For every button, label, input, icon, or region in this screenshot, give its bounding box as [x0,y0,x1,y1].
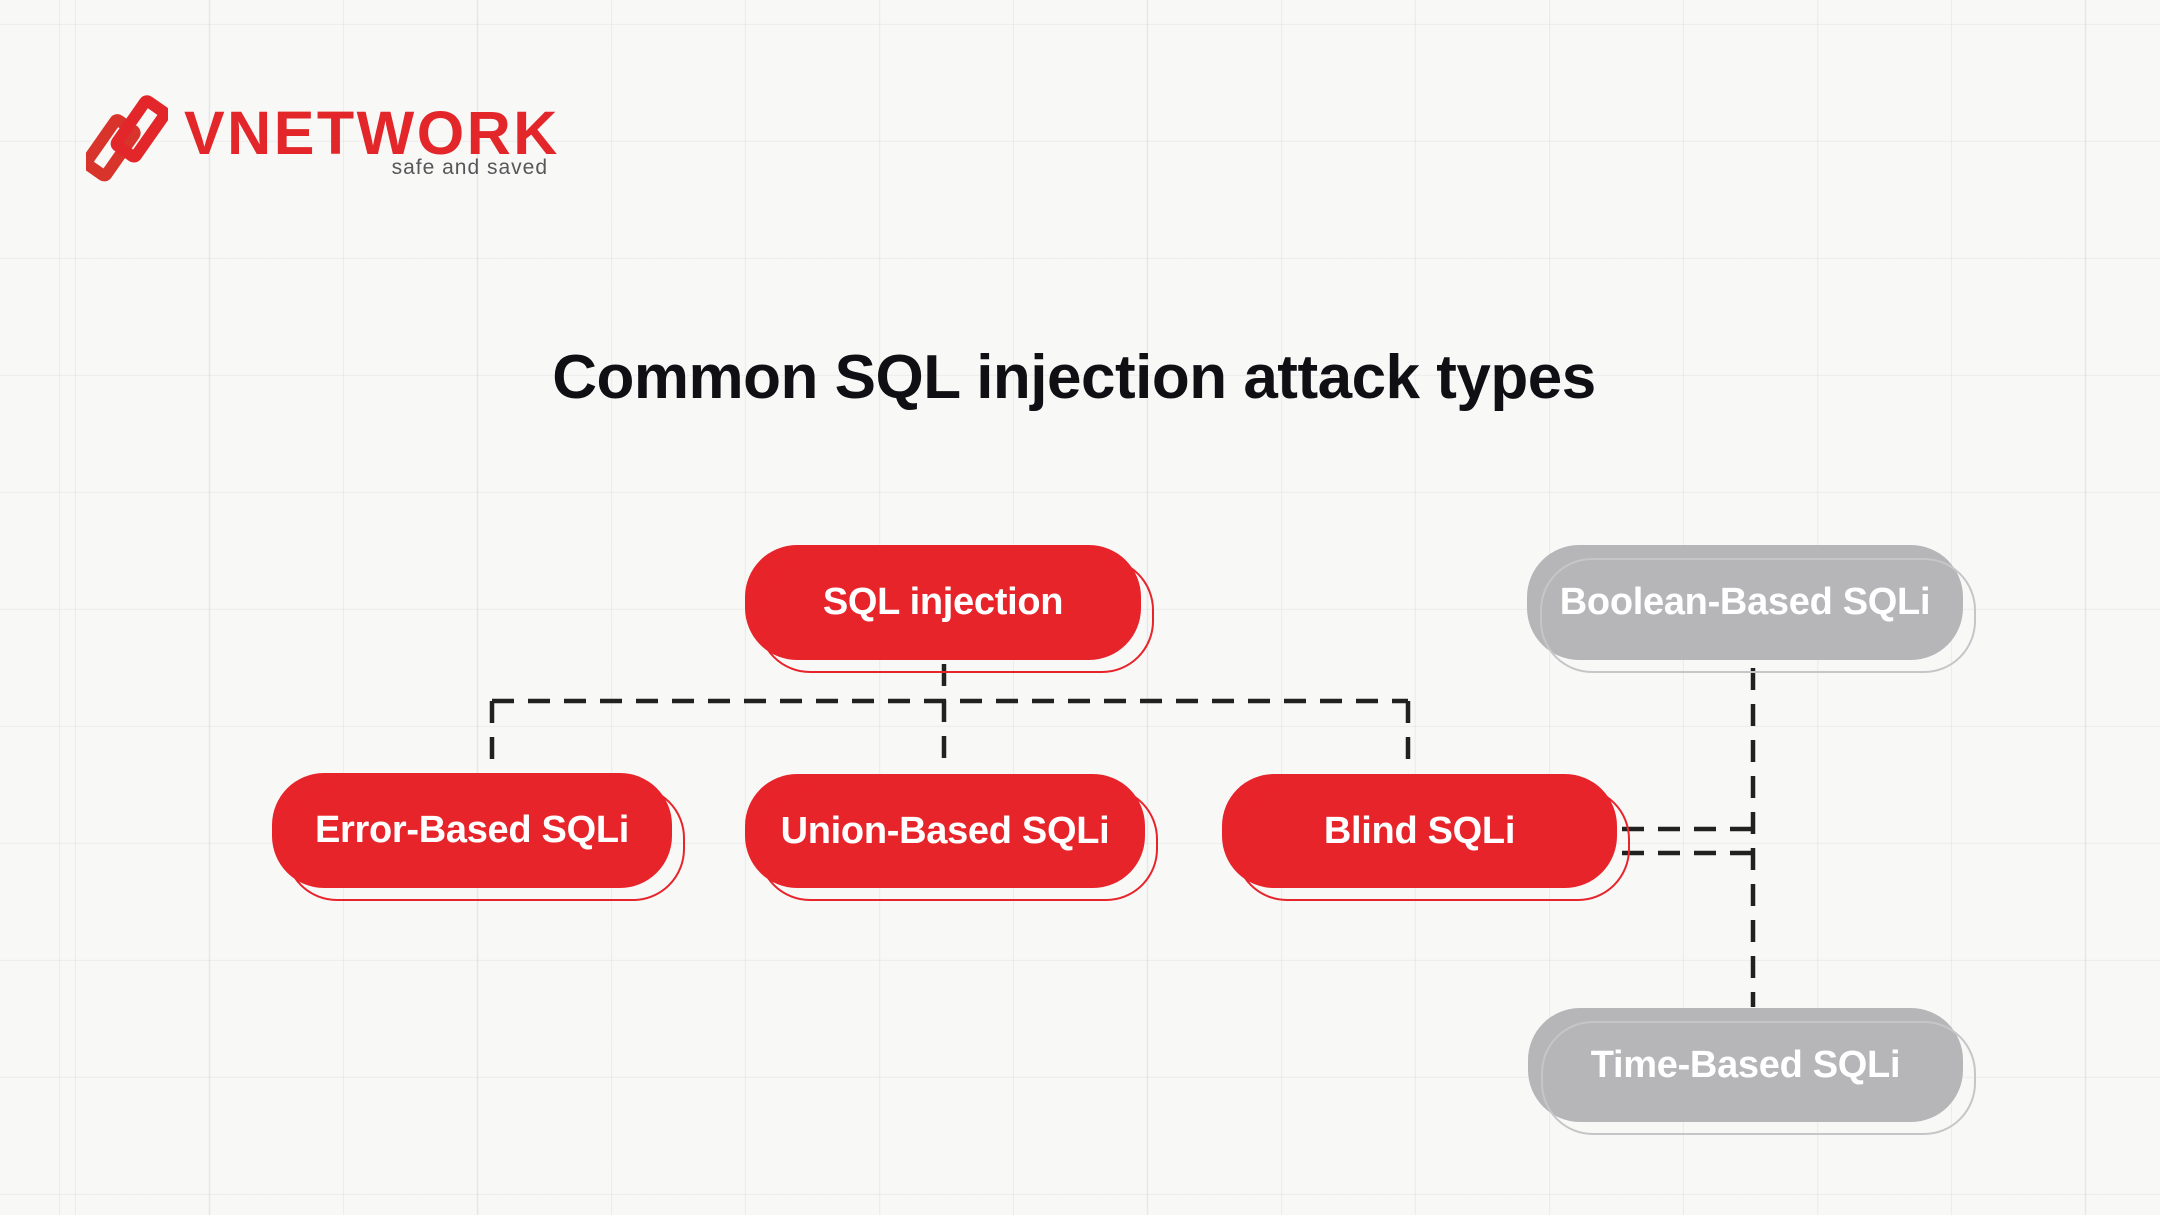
vnetwork-logo: VNETWORK safe and saved [86,90,566,190]
node-label: Time-Based SQLi [1590,1043,1901,1086]
node-label: Blind SQLi [1323,809,1516,852]
vnetwork-mark-icon [86,95,168,182]
node-time-based-sqli: Time-Based SQLi [1528,1008,1976,1135]
node-sql-injection: SQL injection [745,545,1154,673]
brand-name: VNETWORK [184,99,560,167]
node-label: SQL injection [822,581,1064,623]
node-label: Error-Based SQLi [314,809,630,851]
node-label: Boolean-Based SQLi [1559,581,1931,623]
node-label: Union-Based SQLi [780,809,1110,852]
node-boolean-based-sqli: Boolean-Based SQLi [1527,545,1976,673]
node-union-based-sqli: Union-Based SQLi [745,774,1158,901]
node-error-based-sqli: Error-Based SQLi [272,773,685,901]
node-blind-sqli: Blind SQLi [1222,774,1630,901]
brand-tagline: safe and saved [391,156,548,179]
page-title: Common SQL injection attack types [552,343,1596,412]
